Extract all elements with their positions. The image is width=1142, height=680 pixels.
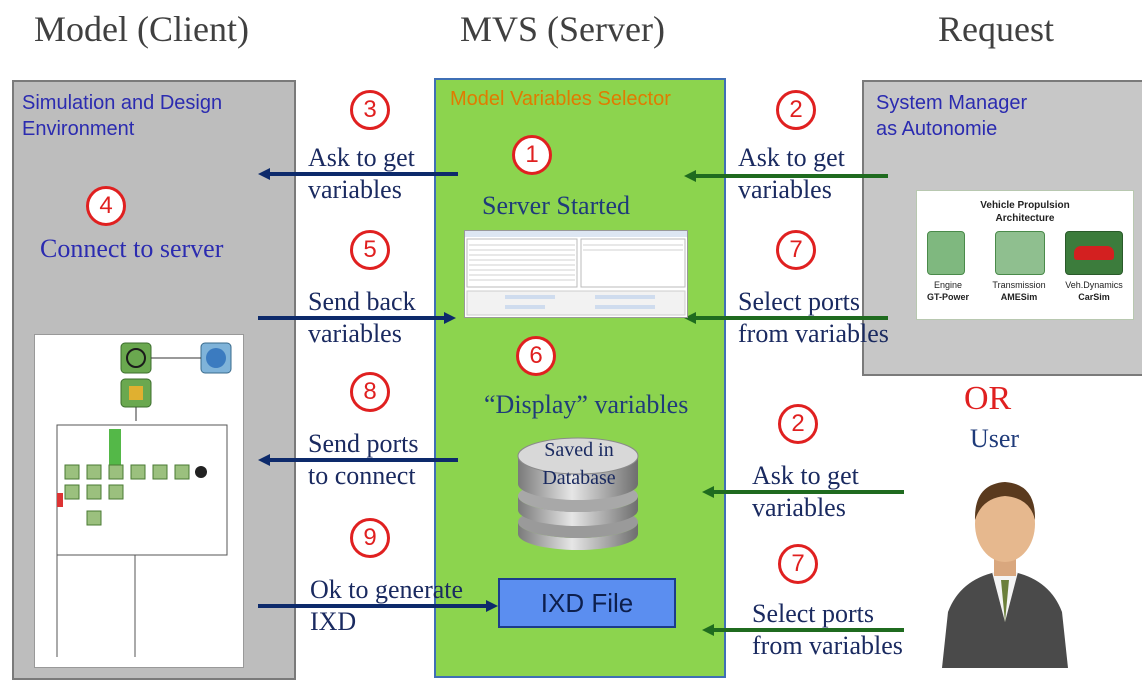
vpa-window: Vehicle Propulsion Architecture Engine G…: [916, 190, 1134, 320]
label-ask-get-2a-line2: variables: [738, 175, 832, 204]
vpa-title-line2: Architecture: [995, 213, 1055, 224]
display-variables-text: “Display” variables: [484, 390, 689, 419]
vehdyn-name: Veh.Dynamics: [1065, 280, 1123, 290]
system-manager-title: System Manager as Autonomie: [876, 90, 1027, 142]
step-5-badge: 5: [350, 230, 390, 270]
label-send-back-5-line2: variables: [308, 319, 402, 348]
database-label: Saved in Database: [534, 436, 624, 492]
label-select-7b-line2: from variables: [752, 631, 903, 660]
server-window-graphic: [465, 231, 687, 316]
ixd-file-box: IXD File: [498, 578, 676, 628]
label-ask-get-2a: Ask to get variables: [738, 142, 845, 206]
user-avatar-icon: [942, 482, 1068, 668]
label-ask-get-2b-line2: variables: [752, 493, 846, 522]
label-send-ports-8-line1: Send ports: [308, 429, 419, 458]
label-ask-get-3: Ask to get variables: [308, 142, 415, 206]
client-title-line2: Environment: [22, 118, 135, 140]
label-ok-generate-9: Ok to generate IXD: [310, 574, 463, 638]
header-request: Request: [938, 9, 1054, 49]
label-send-back-5: Send back variables: [308, 286, 416, 350]
server-window-thumbnail: [464, 230, 688, 318]
step-2b-badge: 2: [778, 404, 818, 444]
engine-icon: [927, 231, 965, 275]
sm-title-line1: System Manager: [876, 92, 1028, 114]
mvs-title: Model Variables Selector: [450, 88, 671, 110]
label-select-7a-line1: Select ports: [738, 287, 861, 316]
or-text: OR: [964, 380, 1012, 417]
step-1-badge: 1: [512, 135, 552, 175]
label-ask-get-3-line1: Ask to get: [308, 143, 415, 172]
step-3-badge: 3: [350, 90, 390, 130]
client-panel-title: Simulation and Design Environment: [22, 90, 222, 142]
header-server: MVS (Server): [460, 9, 665, 49]
transmission-label: Transmission AMESim: [987, 279, 1051, 303]
database-icon: [517, 437, 639, 550]
label-send-ports-8-line2: to connect: [308, 461, 416, 490]
step-6-badge: 6: [516, 336, 556, 376]
database-label-line1: Saved in: [544, 439, 614, 461]
label-send-back-5-line1: Send back: [308, 287, 416, 316]
step-7a-badge: 7: [776, 230, 816, 270]
label-ask-get-2a-line1: Ask to get: [738, 143, 845, 172]
vpa-title-line1: Vehicle Propulsion: [980, 200, 1070, 211]
database-label-line2: Database: [542, 467, 616, 489]
engine-name: Engine: [933, 280, 963, 290]
vehdyn-tool: CarSim: [1078, 292, 1110, 302]
transmission-name: Transmission: [992, 280, 1046, 290]
label-select-7a: Select ports from variables: [738, 286, 889, 350]
step-9-badge: 9: [350, 518, 390, 558]
label-select-7a-line2: from variables: [738, 319, 889, 348]
label-ok-generate-9-line2: IXD: [310, 607, 357, 636]
step-7b-badge: 7: [778, 544, 818, 584]
engine-tool: GT-Power: [926, 292, 969, 302]
transmission-tool: AMESim: [1000, 292, 1038, 302]
car-icon: [1065, 231, 1123, 275]
label-select-7b: Select ports from variables: [752, 598, 903, 662]
step-2a-badge: 2: [776, 90, 816, 130]
sm-title-line2: as Autonomie: [876, 118, 998, 140]
label-ask-get-2b-line1: Ask to get: [752, 461, 859, 490]
step-8-badge: 8: [350, 372, 390, 412]
vehdyn-label: Veh.Dynamics CarSim: [1061, 279, 1127, 303]
server-started-text: Server Started: [482, 191, 631, 220]
engine-label: Engine GT-Power: [917, 279, 979, 303]
simulation-model-thumbnail: [34, 334, 244, 668]
label-ask-get-3-line2: variables: [308, 175, 402, 204]
header-client: Model (Client): [34, 9, 249, 49]
connect-to-server-text: Connect to server: [40, 234, 224, 263]
transmission-icon: [995, 231, 1045, 275]
label-ask-get-2b: Ask to get variables: [752, 460, 859, 524]
label-ok-generate-9-line1: Ok to generate: [310, 575, 464, 604]
vpa-title: Vehicle Propulsion Architecture: [917, 199, 1133, 225]
client-title-line1: Simulation and Design: [22, 92, 223, 114]
label-select-7b-line1: Select ports: [752, 599, 875, 628]
model-diagram-graphic: [56, 342, 232, 657]
user-text: User: [970, 424, 1020, 453]
step-4-badge: 4: [86, 186, 126, 226]
label-send-ports-8: Send ports to connect: [308, 428, 419, 492]
